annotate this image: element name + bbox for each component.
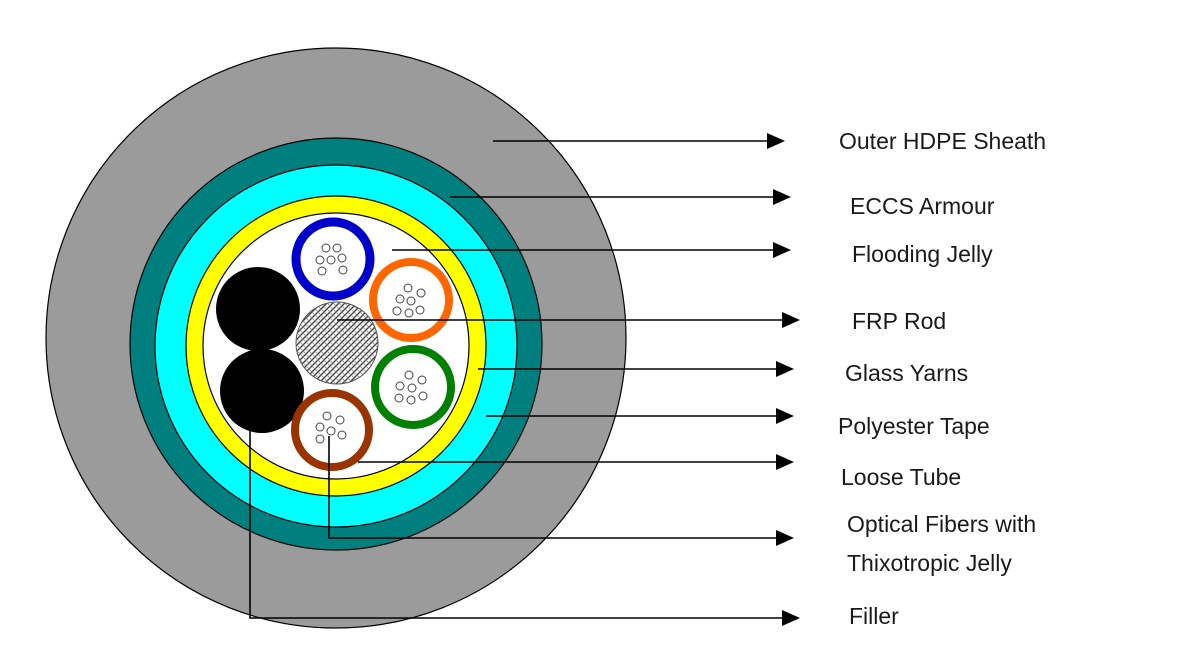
loose-tube-orange bbox=[369, 258, 453, 342]
leader-lines bbox=[249, 133, 800, 626]
label-optical-fibers-line1: Optical Fibers with bbox=[847, 511, 1037, 537]
filler-top bbox=[216, 267, 300, 351]
label-frp-rod: FRP Rod bbox=[852, 308, 947, 334]
label-polyester-tape: Polyester Tape bbox=[838, 413, 990, 439]
label-filler: Filler bbox=[849, 603, 899, 629]
loose-tube-brown bbox=[291, 389, 373, 471]
label-outer-hdpe-sheath: Outer HDPE Sheath bbox=[839, 128, 1047, 154]
label-glass-yarns: Glass Yarns bbox=[845, 360, 969, 386]
label-flooding-jelly: Flooding Jelly bbox=[852, 241, 993, 267]
label-optical-fibers-line2: Thixotropic Jelly bbox=[847, 550, 1012, 576]
frp-rod bbox=[295, 301, 379, 385]
label-loose-tube: Loose Tube bbox=[841, 464, 962, 490]
loose-tube-blue bbox=[291, 217, 375, 301]
loose-tube-green bbox=[371, 345, 455, 429]
filler-bottom bbox=[220, 349, 304, 433]
label-eccs-armour: ECCS Armour bbox=[850, 193, 995, 219]
